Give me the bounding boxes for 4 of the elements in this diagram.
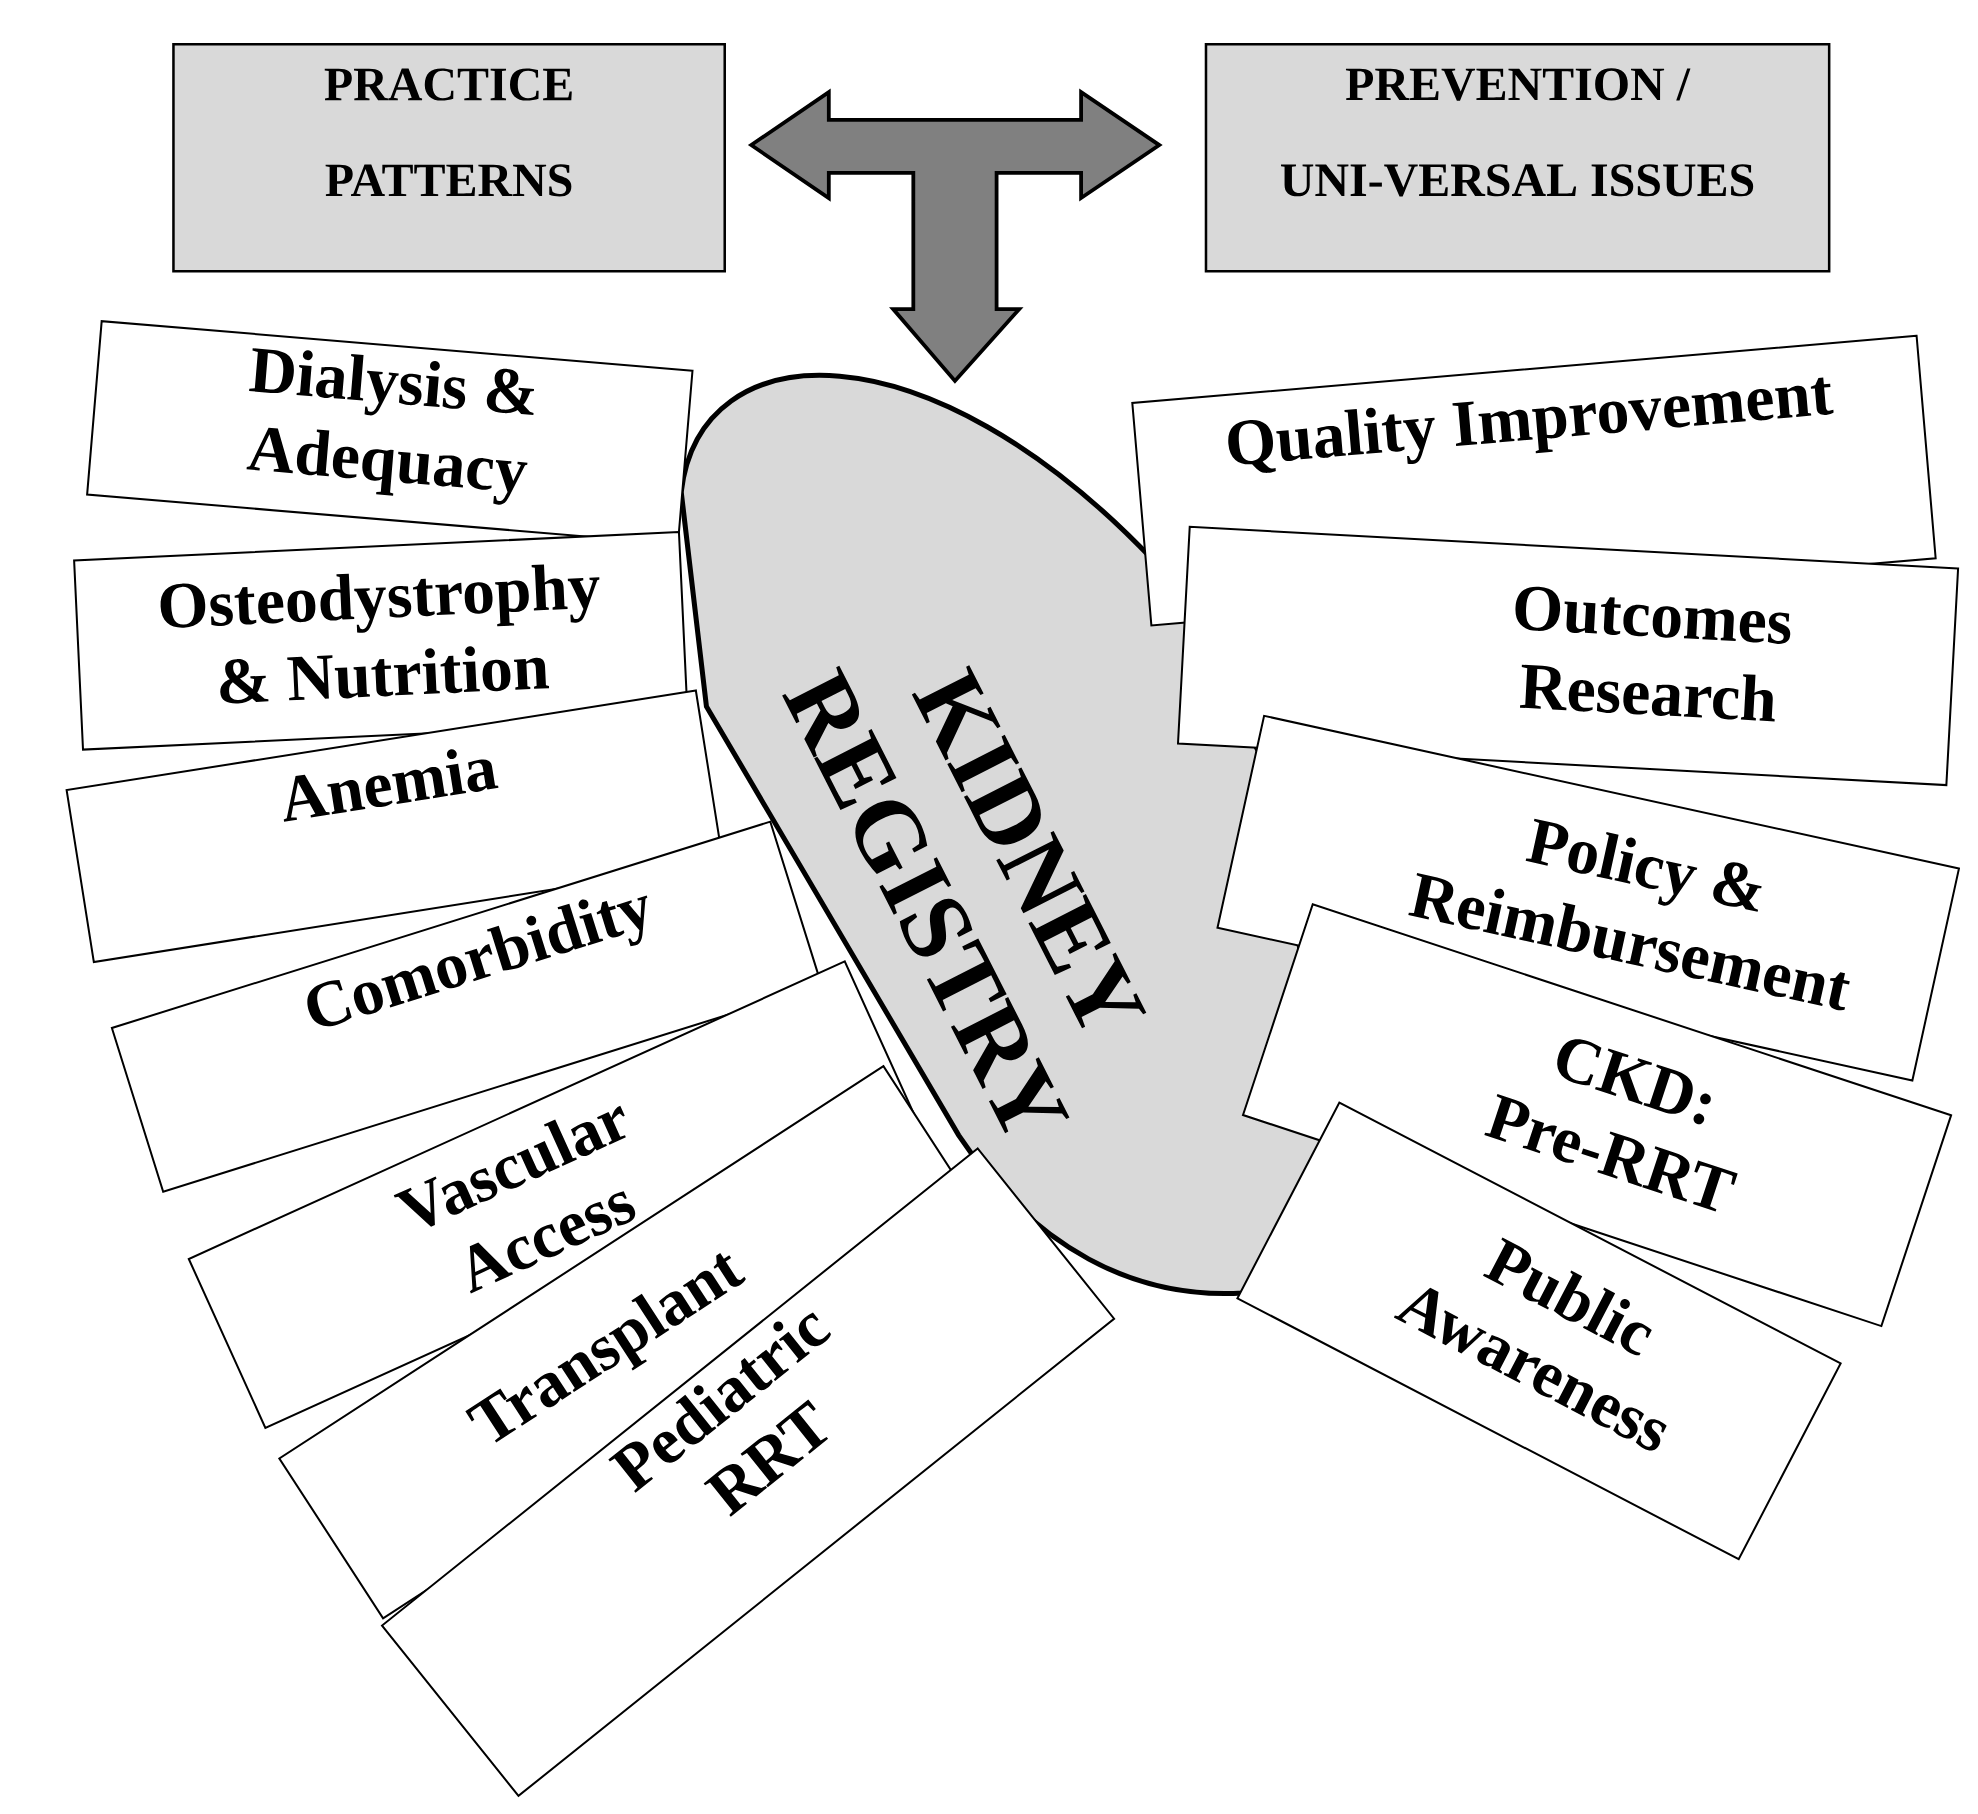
topic-card: Outcomes Research (1176, 525, 1960, 787)
topic-box: PRACTICE PATTERNS (172, 42, 726, 273)
topic-card: Dialysis & Adequacy (86, 320, 694, 546)
topic-box: PREVENTION / UNI-VERSAL ISSUES (1204, 42, 1831, 273)
